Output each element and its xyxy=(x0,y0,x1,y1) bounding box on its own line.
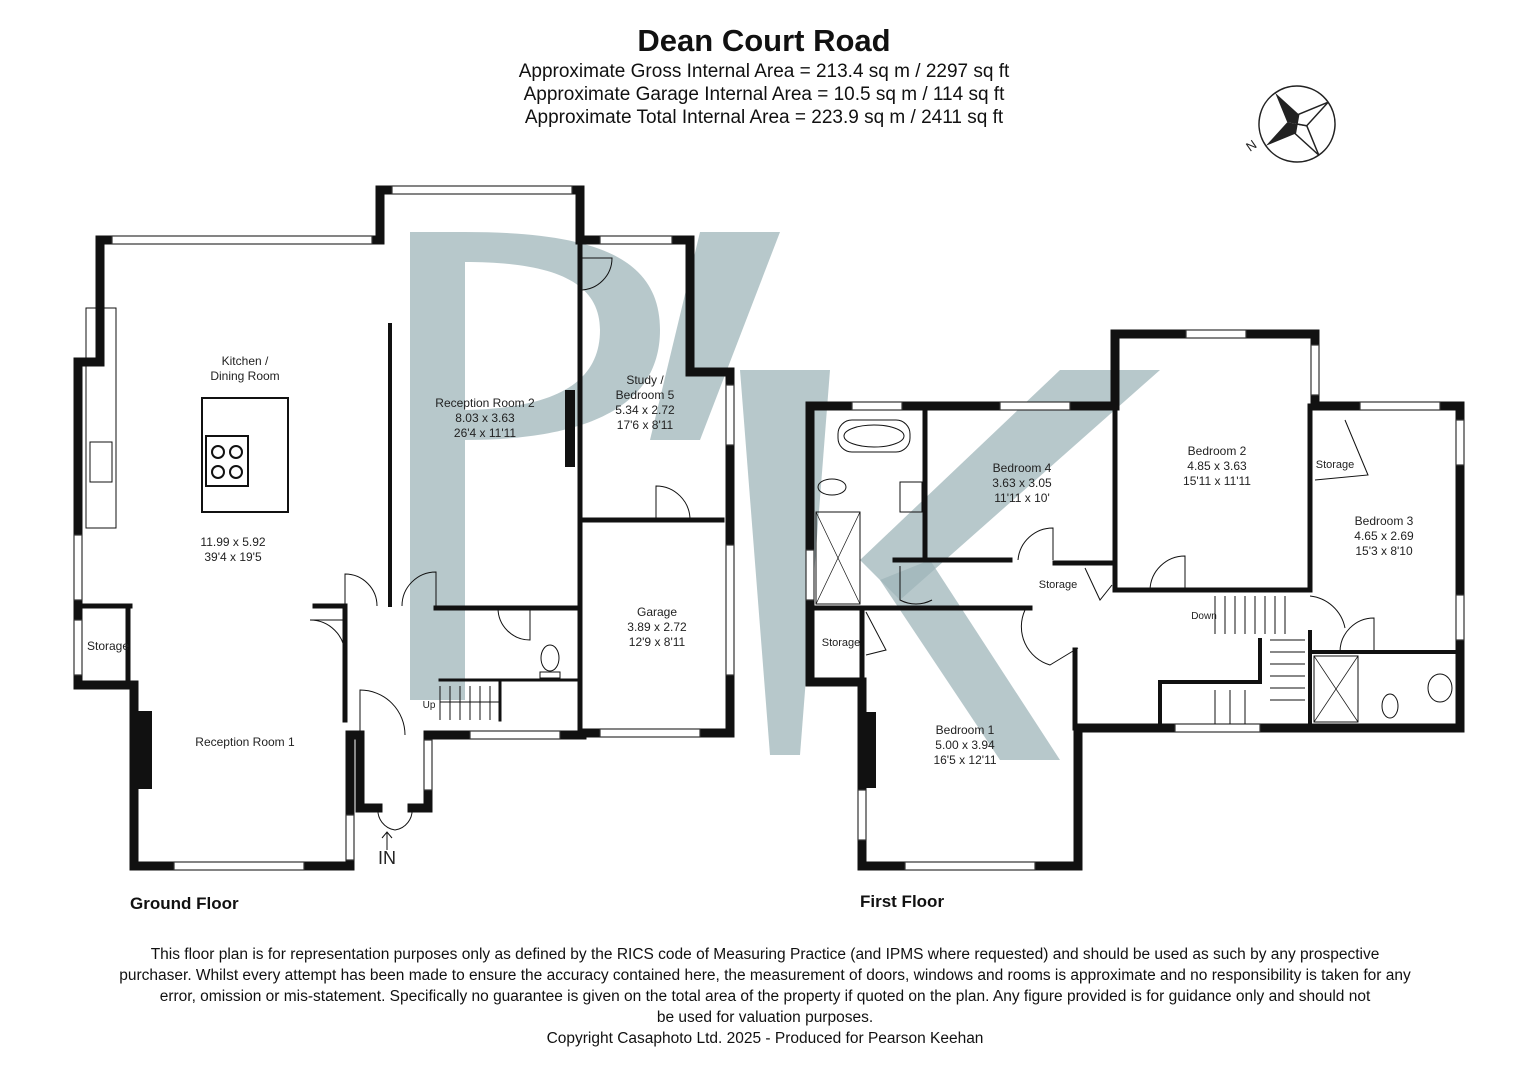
reception2-imperial: 26'4 x 11'11 xyxy=(454,426,517,440)
kitchen-label-line1: Kitchen / xyxy=(222,354,269,368)
disclaimer-line-4: be used for valuation purposes. xyxy=(656,1009,874,1026)
bedroom3-imperial: 15'3 x 8'10 xyxy=(1355,544,1413,558)
disclaimer-line-1: This floor plan is for representation pu… xyxy=(150,946,1380,963)
copyright-text: Copyright Casaphoto Ltd. 2025 - Produced… xyxy=(546,1030,984,1047)
kitchen-imperial: 39'4 x 19'5 xyxy=(204,550,262,564)
study-imperial: 17'6 x 8'11 xyxy=(617,418,674,432)
ff-storage-bedroom3: Storage xyxy=(1316,459,1355,471)
study-metric: 5.34 x 2.72 xyxy=(615,403,675,417)
reception2-label: Reception Room 2 xyxy=(435,396,535,410)
first-floor-label: First Floor xyxy=(860,892,945,911)
ground-floor-label: Ground Floor xyxy=(130,894,239,913)
kitchen-label-line2: Dining Room xyxy=(210,369,279,383)
garage-area-text: Approximate Garage Internal Area = 10.5 … xyxy=(523,84,1005,105)
ff-storage-bedroom1: Storage xyxy=(822,637,861,649)
ff-storage-landing: Storage xyxy=(1039,579,1078,591)
first-floor-plan xyxy=(805,329,1465,871)
reception1-label: Reception Room 1 xyxy=(195,735,295,749)
gross-area-text: Approximate Gross Internal Area = 213.4 … xyxy=(518,61,1010,82)
ff-stairs-down-label: Down xyxy=(1191,611,1217,622)
entrance-label: IN xyxy=(378,848,396,868)
ground-floor-plan xyxy=(73,185,735,871)
disclaimer-line-3: error, omission or mis-statement. Specif… xyxy=(159,988,1371,1005)
bedroom1-metric: 5.00 x 3.94 xyxy=(935,738,995,752)
reception2-metric: 8.03 x 3.63 xyxy=(455,411,515,425)
disclaimer-text: This floor plan is for representation pu… xyxy=(70,944,1460,1049)
bedroom2-label: Bedroom 2 xyxy=(1188,444,1247,458)
bedroom4-metric: 3.63 x 3.05 xyxy=(992,476,1052,490)
total-area-text: Approximate Total Internal Area = 223.9 … xyxy=(524,107,1004,128)
plan-header: Dean Court Road Approximate Gross Intern… xyxy=(0,22,1528,129)
compass-north-label: N xyxy=(1243,137,1259,155)
study-label-line1: Study / xyxy=(626,373,664,387)
gf-stairs-up-label: Up xyxy=(423,700,436,711)
disclaimer-line-2: purchaser. Whilst every attempt has been… xyxy=(119,967,1411,984)
bedroom3-metric: 4.65 x 2.69 xyxy=(1354,529,1414,543)
bedroom4-label: Bedroom 4 xyxy=(993,461,1052,475)
garage-imperial: 12'9 x 8'11 xyxy=(629,635,686,649)
bedroom1-label: Bedroom 1 xyxy=(936,723,995,737)
garage-label: Garage xyxy=(637,605,677,619)
bedroom1-imperial: 16'5 x 12'11 xyxy=(933,753,996,767)
bedroom3-label: Bedroom 3 xyxy=(1355,514,1414,528)
bedroom2-metric: 4.85 x 3.63 xyxy=(1187,459,1247,473)
study-label-line2: Bedroom 5 xyxy=(616,388,675,402)
compass-rose-icon xyxy=(1258,85,1336,163)
gf-storage-label: Storage xyxy=(87,639,129,653)
garage-metric: 3.89 x 2.72 xyxy=(627,620,687,634)
bedroom2-imperial: 15'11 x 11'11 xyxy=(1183,474,1251,488)
property-title: Dean Court Road xyxy=(637,23,891,58)
bedroom4-imperial: 11'11 x 10' xyxy=(994,491,1050,505)
kitchen-metric: 11.99 x 5.92 xyxy=(200,535,265,549)
